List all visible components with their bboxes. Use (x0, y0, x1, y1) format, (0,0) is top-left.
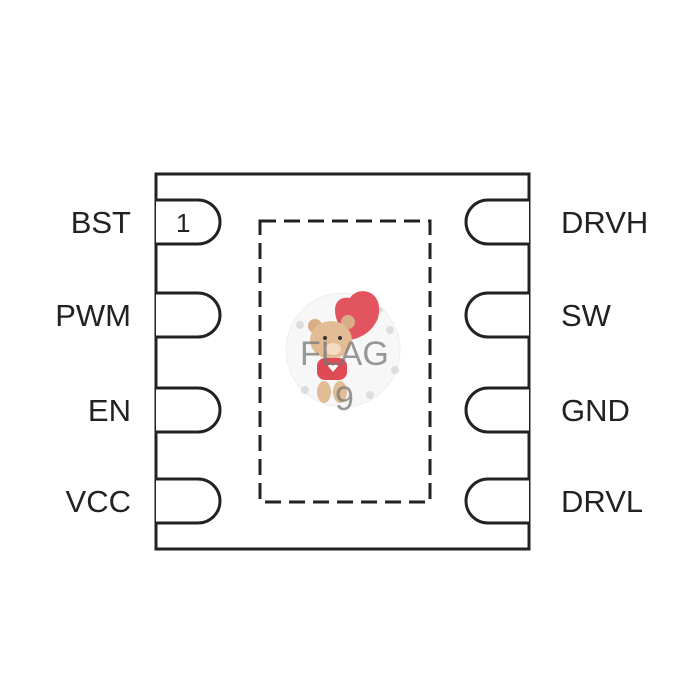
flag-label: FLAG (300, 335, 389, 373)
pin-label-en: EN (88, 393, 131, 428)
pin-7-pad (464, 291, 529, 339)
pin-label-gnd: GND (561, 393, 630, 428)
pin-2-pad (156, 291, 222, 339)
pin-1-pad (156, 198, 222, 246)
pin-1-marker: 1 (176, 208, 190, 238)
pin-4-pad (156, 477, 222, 525)
bear-sticker-watermark: FLAG 9 (285, 291, 401, 418)
pin-label-pwm: PWM (55, 298, 131, 333)
pin-5-pad (464, 477, 529, 525)
pin-label-drvh: DRVH (561, 205, 648, 240)
pin-label-vcc: VCC (66, 484, 131, 519)
pin-6-pad (464, 386, 529, 434)
left-pins: 1 BST PWM EN VCC (55, 198, 222, 525)
pin-3-pad (156, 386, 222, 434)
pin-label-bst: BST (71, 205, 131, 240)
exposed-pad-outline (258, 219, 432, 504)
flag-pin-number: 9 (335, 380, 354, 418)
right-pins: DRVH SW GND DRVL (464, 198, 648, 525)
pin-label-drvl: DRVL (561, 484, 643, 519)
pin-label-sw: SW (561, 298, 612, 333)
pin-8-pad (464, 198, 529, 246)
